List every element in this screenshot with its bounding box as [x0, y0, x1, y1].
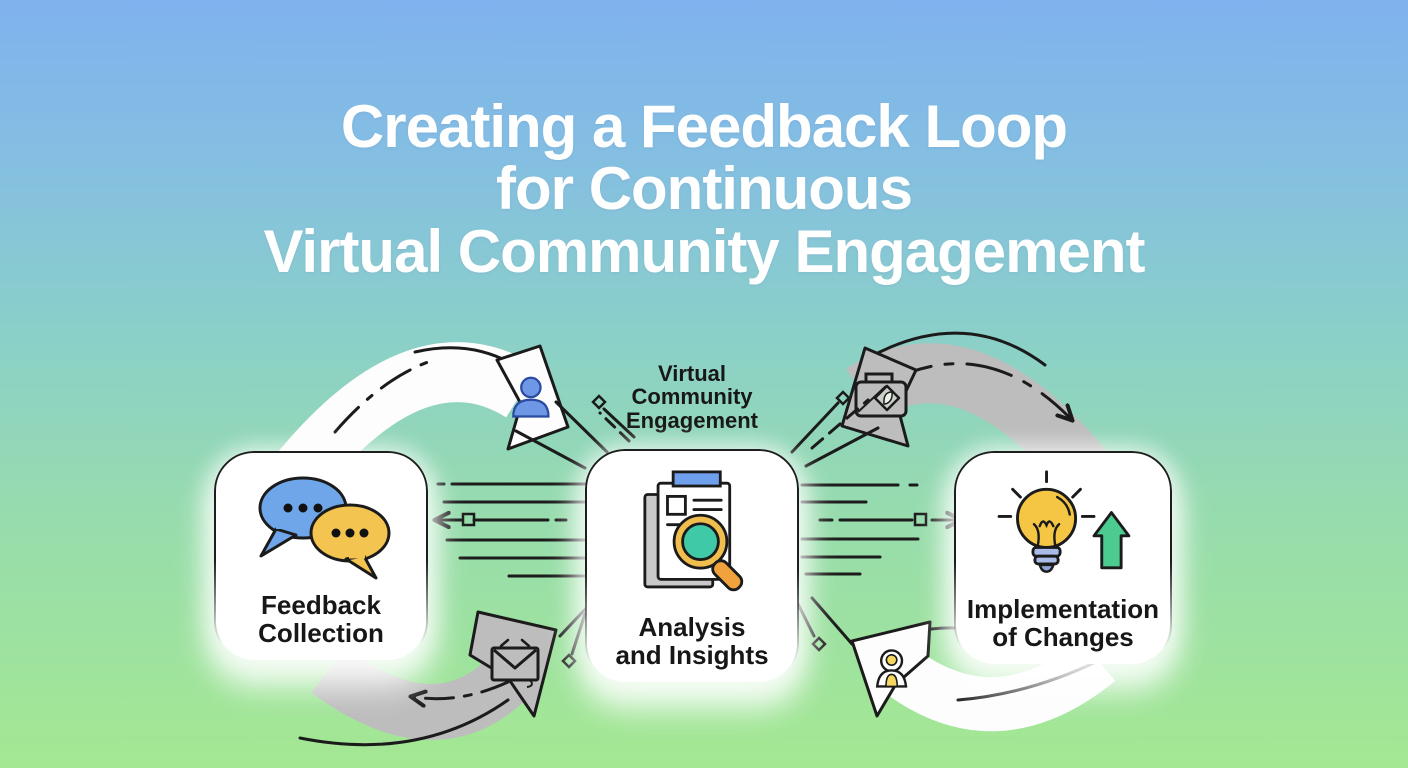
node-label-analysis-insights: Analysis and Insights [615, 613, 768, 670]
camera-refresh-icon [854, 372, 908, 418]
chat-bubbles-icon [258, 476, 391, 580]
node-implementation-changes: Implementation of Changes [955, 452, 1171, 664]
document-magnifier-icon [643, 470, 744, 592]
speed-lines-right [800, 483, 958, 576]
center-label: Virtual Community Engagement [586, 362, 798, 432]
node-feedback-collection: Feedback Collection [215, 452, 427, 660]
title-line-2: for Continuous [496, 155, 913, 223]
label-line: Analysis [638, 611, 746, 642]
label-line: Feedback [261, 589, 381, 620]
node-label-implementation-changes: Implementation of Changes [967, 595, 1159, 652]
lightbulb-growth-icon [997, 470, 1131, 573]
arrow-analysis-to-feedback [298, 610, 558, 747]
center-label-line-2: Community [631, 384, 753, 410]
arrow-implementation-to-analysis [840, 331, 1109, 492]
title-line-1: Creating a Feedback Loop [340, 93, 1068, 160]
label-line: of Changes [992, 622, 1134, 653]
label-line: and Insights [615, 640, 769, 671]
title-line-3: Virtual Community Engagement [263, 217, 1145, 285]
page-title: Creating a Feedback Loop for Continuous … [0, 93, 1408, 285]
arrow-implementation-loop [850, 620, 1116, 732]
person-icon [512, 376, 550, 418]
center-label-line-1: Virtual [657, 361, 727, 386]
center-label-line-3: Engagement [625, 407, 759, 433]
radial-rays [514, 390, 880, 669]
label-line: Implementation [966, 593, 1160, 624]
member-icon [875, 649, 908, 688]
label-line: Collection [258, 618, 384, 649]
arrow-feedback-to-analysis [278, 342, 570, 490]
node-analysis-insights: Analysis and Insights [586, 450, 798, 682]
node-label-feedback-collection: Feedback Collection [258, 591, 384, 648]
speed-lines-left [438, 482, 594, 578]
email-icon [490, 638, 540, 688]
